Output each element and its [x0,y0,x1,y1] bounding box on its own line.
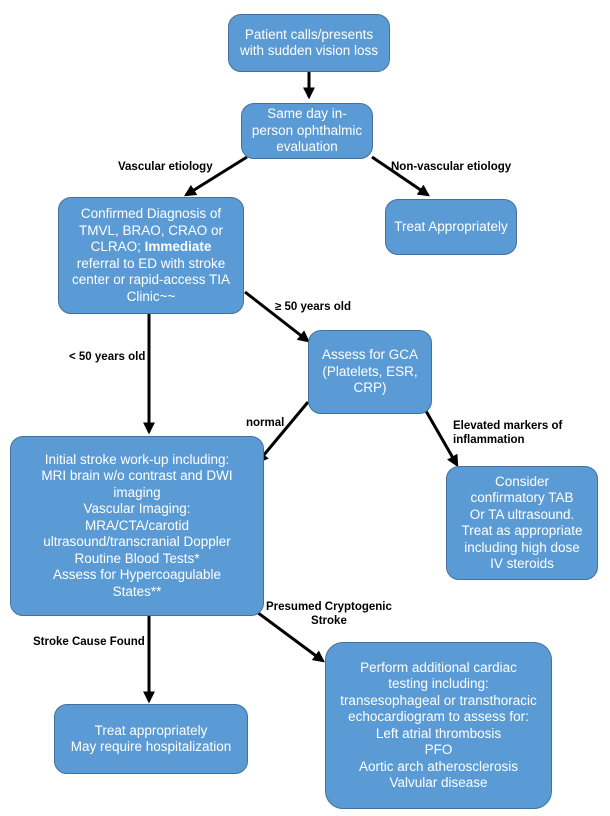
label-line: inflammation [453,434,525,446]
node-text-line: CLRAO; Immediate [91,239,212,256]
label-presumed-cryptogenic: Presumed Cryptogenic Stroke [266,600,392,628]
node-text: Valvular disease [389,775,488,790]
node-text: TMVL, BRAO, CRAO or [78,222,224,238]
label-normal: normal [246,417,285,429]
node-text: Vascular Imaging: [83,501,191,517]
node-text: center or rapid-access TIA [71,272,231,287]
node-text: Confirmed Diagnosis of [80,206,222,221]
node-text: States** [112,583,162,599]
node-text: PFO [424,742,453,757]
arrow-confirmed-to-gca [244,290,310,343]
node-text: CLRAO; [90,239,145,254]
node-text: including high dose [464,539,580,555]
node-text: Or TA ultrasound. [469,506,575,522]
node-text: IV steroids [490,556,554,571]
consider-tab-node: Consider confirmatory TAB Or TA ultrasou… [446,466,598,580]
label-stroke-cause-found: Stroke Cause Found [33,636,145,648]
cardiac-testing-node: Perform additional cardiac testing inclu… [325,642,552,809]
node-text: referral to ED with stroke [76,255,226,271]
node-text: Assess for Hypercoagulable [52,567,222,583]
arrow-evaluation-to-treat [371,155,430,197]
assess-gca-node: Assess for GCA (Platelets, ESR, CRP) [308,330,432,414]
node-text: Routine Blood Tests* [74,550,200,566]
treat-appropriately-nonvascular-node: Treat Appropriately [385,199,517,255]
node-text: MRI brain w/o contrast and DWI [41,468,233,484]
label-vascular-etiology: Vascular etiology [118,161,213,173]
node-text: Left atrial thrombosis [375,725,502,741]
node-text: transesophageal or transthoracic [340,692,537,708]
label-line: Presumed Cryptogenic [266,601,392,613]
arrow-gca-to-workup [256,401,310,464]
node-text: Clinic~~ [126,288,176,304]
node-text: Treat appropriately [94,722,208,738]
node-text: Consider [494,473,550,489]
patient-presents-node: Patient calls/presents with sudden visio… [228,14,390,72]
label-age-over-50: ≥ 50 years old [275,301,351,313]
node-text: MRA/CTA/carotid [84,517,190,533]
initial-stroke-workup-node: Initial stroke work-up including: MRI br… [10,436,264,616]
treat-stroke-node: Treat appropriately May require hospital… [54,704,248,774]
node-text: Aortic arch atherosclerosis [358,758,519,774]
arrow-workup-to-cardiac [245,602,325,663]
node-text: echocardiogram to assess for: [348,709,529,724]
node-text: confirmatory TAB [470,490,574,505]
node-text: ultrasound/transcranial Doppler [43,534,231,550]
node-text: (Platelets, ESR, [322,363,418,379]
node-text: Treat as appropriate [461,523,583,538]
arrow-evaluation-to-confirmed [183,155,248,197]
arrow-gca-to-tab [424,410,459,468]
label-line: Stroke [311,615,347,627]
node-text: Treat Appropriately [394,218,508,234]
label-age-under-50: < 50 years old [69,351,146,363]
node-text: imaging [113,484,161,500]
node-text: Initial stroke work-up including: [44,451,230,467]
node-text: person ophthalmic [251,122,363,138]
node-text: May require hospitalization [70,739,232,754]
node-text: Same day in- [267,106,347,122]
label-line: Elevated markers of [453,420,563,432]
confirmed-diagnosis-node: Confirmed Diagnosis of TMVL, BRAO, CRAO … [58,197,244,314]
node-text: CRP) [353,380,387,396]
node-text: Assess for GCA [321,347,419,363]
node-text: testing including: [388,676,489,691]
node-text: Perform additional cardiac [360,659,517,675]
node-text: evaluation [276,139,338,155]
node-text: with sudden vision loss [239,43,379,58]
label-nonvascular-etiology: Non-vascular etiology [391,161,512,173]
immediate-emphasis: Immediate [144,239,212,254]
node-text: Patient calls/presents [244,26,374,42]
label-elevated-inflammation: Elevated markers of inflammation [453,419,562,447]
ophthalmic-evaluation-node: Same day in- person ophthalmic evaluatio… [241,103,373,159]
